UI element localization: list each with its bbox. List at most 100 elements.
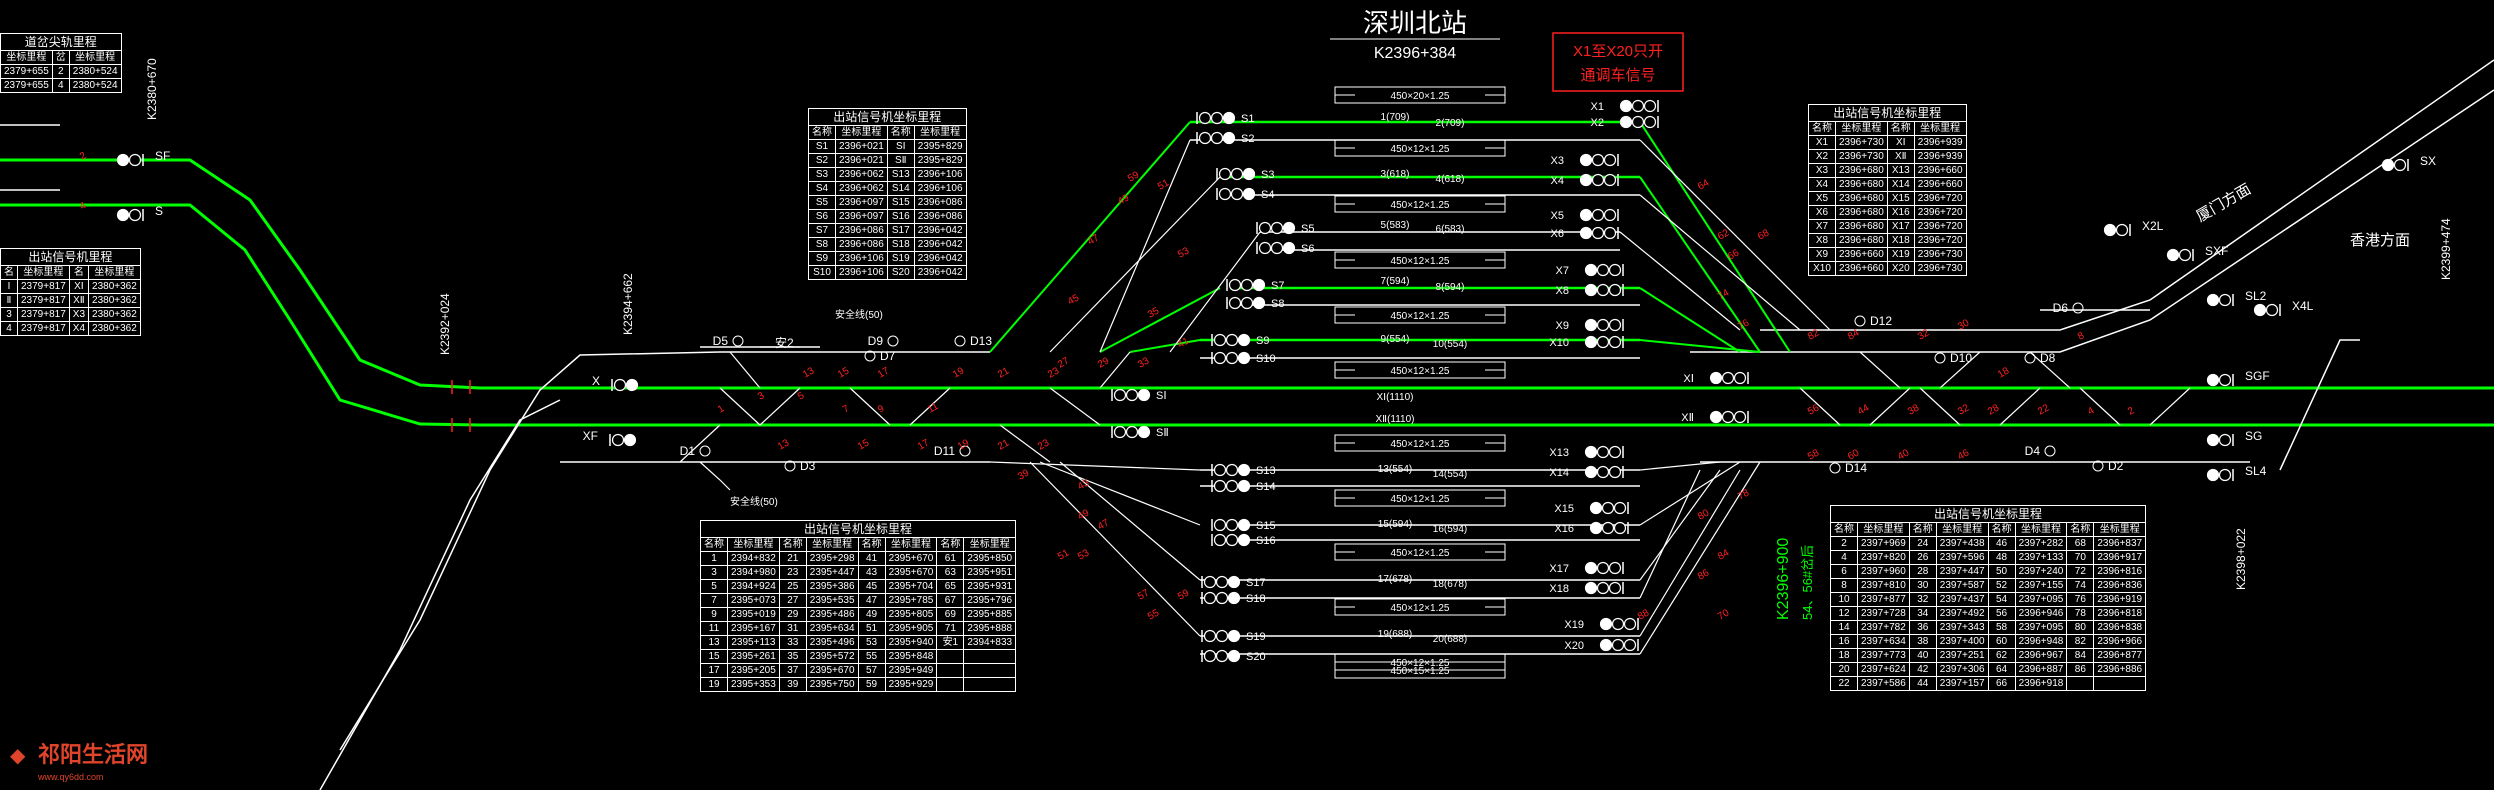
- signal-label: X19: [1564, 619, 1584, 631]
- switch-number-label: 21: [996, 437, 1012, 452]
- signal-label: XⅡ: [1681, 412, 1694, 424]
- signal-lamp-icon: [1225, 351, 1239, 365]
- table-cell: [936, 663, 965, 678]
- table-cell: 2396+021: [835, 153, 888, 168]
- misc-signal-label: X4L: [2292, 299, 2314, 313]
- table-cell: 2397+133: [2014, 550, 2068, 565]
- table-cell: X6: [1808, 205, 1836, 220]
- watermark-logo-icon: ◆: [10, 745, 26, 767]
- signal-lamp-icon: [625, 378, 639, 392]
- table-cell: 2396+680: [1835, 163, 1888, 178]
- signal-lamp-icon: [116, 153, 130, 167]
- switch-number-label: 56: [1806, 402, 1822, 417]
- table-cell: 2396+680: [1835, 205, 1888, 220]
- switch-number-label: 46: [1956, 447, 1972, 462]
- signal-lamp-icon: [1227, 575, 1241, 589]
- signal-label: X7: [1556, 265, 1569, 277]
- switch-number-label: 57: [1136, 587, 1152, 602]
- table-cell: X7: [1808, 219, 1836, 234]
- misc-signal-label: D12: [1870, 314, 1892, 328]
- table-cell: [963, 663, 1017, 678]
- signal-lamp-icon: [1599, 638, 1613, 652]
- table-cell: [936, 677, 965, 692]
- table-cell: 2380+524: [68, 78, 122, 93]
- table-cell: 39: [778, 677, 807, 692]
- table-cell: 2397+447: [1935, 564, 1989, 579]
- signal-lamp-icon: [1596, 465, 1610, 479]
- table-cell: 51: [857, 621, 886, 636]
- table-cell: XⅡ: [68, 293, 90, 308]
- table-cell: 2396+818: [2093, 606, 2147, 621]
- table-cell: 16: [1830, 634, 1858, 649]
- table-cell: 2397+782: [1857, 620, 1910, 635]
- signal-lamp-icon: [1228, 296, 1242, 310]
- switch-number-label: 13: [801, 365, 817, 380]
- track-line: [679, 424, 721, 463]
- misc-signal-label: D10: [1950, 351, 1972, 365]
- switch-number-label: 44: [1856, 402, 1872, 417]
- table-cell: 4: [0, 321, 18, 336]
- switch-number-label: 4: [2086, 405, 2097, 418]
- track-line: [1639, 469, 1701, 599]
- table-cell: SⅠ: [886, 139, 915, 154]
- table-cell: 2396+660: [1835, 247, 1888, 262]
- table-cell: 54: [1987, 592, 2016, 607]
- switch-number-label: 35: [1146, 305, 1162, 320]
- table-cell: S2: [808, 153, 836, 168]
- crossover: [1049, 387, 1101, 426]
- signal-label: S15: [1256, 520, 1276, 532]
- crossover: [1939, 351, 1981, 389]
- table-cell: 2396+680: [1835, 219, 1888, 234]
- table-cell: 2396+106: [835, 251, 888, 266]
- table-cell: 2397+634: [1857, 634, 1910, 649]
- table-cell: X8: [1808, 233, 1836, 248]
- signal-lamp-icon: [2206, 293, 2220, 307]
- table-cell: 53: [857, 635, 886, 650]
- table-title: 出站信号机坐标里程: [1830, 505, 2147, 522]
- switch-number-label: 68: [1756, 227, 1772, 242]
- signal-lamp-icon: [1213, 463, 1227, 477]
- table-cell: X2: [1808, 149, 1836, 164]
- table-cell: 2396+042: [913, 223, 967, 238]
- switch-number-label: 60: [1846, 447, 1862, 462]
- table-cell: 2397+155: [2014, 578, 2068, 593]
- signal-lamp-icon: [1613, 501, 1627, 515]
- platform-label: 450×20×1.25: [1391, 91, 1450, 102]
- table-cell: 25: [778, 579, 807, 594]
- signal-lamp-icon: [1584, 445, 1598, 459]
- signal-lamp-icon: [2265, 303, 2279, 317]
- table-cell: 2395+796: [963, 593, 1017, 608]
- signal-lamp-icon: [2393, 158, 2407, 172]
- signal-lamp-icon: [1252, 278, 1266, 292]
- table-cell: 45: [857, 579, 886, 594]
- signal-lamp-icon: [1215, 575, 1229, 589]
- switch-number-label: 49: [1116, 192, 1132, 207]
- switch-number-label: 41: [1176, 335, 1192, 350]
- signal-lamp-icon: [1218, 187, 1232, 201]
- signal-lamp-icon: [1218, 167, 1232, 181]
- misc-signal-label: SF: [155, 149, 170, 163]
- signal-lamp-icon: [1584, 465, 1598, 479]
- signal-lamp-icon: [1237, 351, 1251, 365]
- table-cell: Ⅰ: [0, 279, 18, 294]
- table-cell: 2397+492: [1935, 606, 1989, 621]
- table-cell: 18: [1830, 648, 1858, 663]
- signal-lamp-icon: [1608, 561, 1622, 575]
- signal-lamp-icon: [1237, 463, 1251, 477]
- signal-lamp-icon: [1608, 335, 1622, 349]
- table-header-cell: 坐标里程: [884, 537, 938, 552]
- table-cell: 72: [2066, 564, 2095, 579]
- signal-lamp-icon: [1240, 278, 1254, 292]
- table-cell: 2395+670: [884, 551, 938, 566]
- signal-lamp-icon: [1230, 167, 1244, 181]
- ladder-up-1: [989, 121, 1191, 353]
- platform-label: 450×12×1.25: [1391, 256, 1450, 267]
- table-title: 出站信号机坐标里程: [700, 520, 1017, 537]
- table-cell: 27: [778, 593, 807, 608]
- track-line: [1639, 139, 1831, 331]
- signal-lamp-icon: [128, 153, 142, 167]
- track-line: [1099, 139, 1191, 353]
- misc-signal-label: D5: [713, 334, 729, 348]
